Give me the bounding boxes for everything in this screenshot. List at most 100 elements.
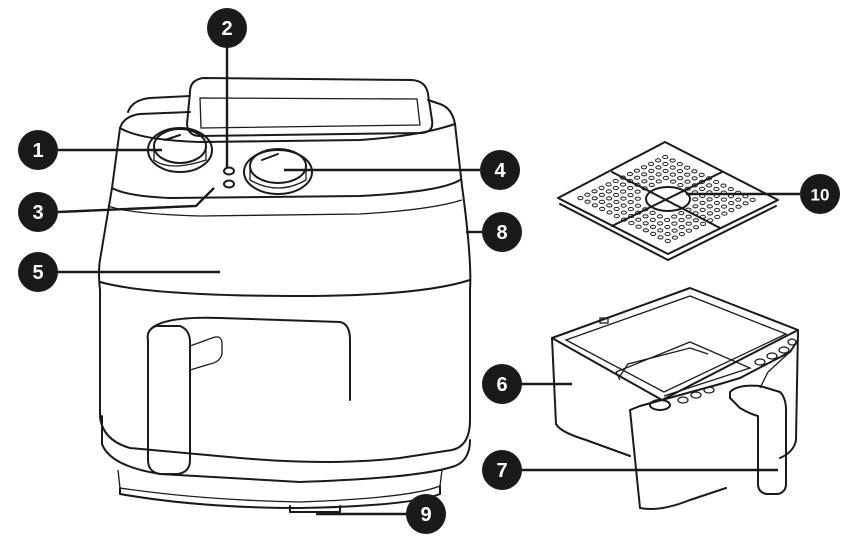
perforation-hole bbox=[620, 203, 627, 208]
perforation-hole bbox=[698, 172, 705, 177]
perforation-hole bbox=[584, 192, 591, 197]
perforation-hole bbox=[664, 217, 671, 223]
callout-badge-5: 5 bbox=[18, 252, 58, 292]
perforation-hole bbox=[640, 165, 648, 170]
perforation-hole bbox=[728, 201, 735, 206]
perforation-hole bbox=[648, 182, 655, 187]
perforation-hole bbox=[598, 192, 605, 197]
perforation-hole bbox=[655, 172, 662, 177]
perforation-hole bbox=[627, 179, 634, 184]
perforation-hole bbox=[635, 210, 642, 215]
callout-number-4: 4 bbox=[494, 160, 506, 182]
perforation-hole bbox=[628, 221, 635, 226]
perforation-hole bbox=[649, 210, 656, 215]
perforation-hole bbox=[684, 165, 691, 170]
leader-lines bbox=[57, 46, 800, 516]
perforation-hole bbox=[655, 179, 662, 184]
perforation-hole bbox=[742, 201, 749, 206]
perforation-hole bbox=[728, 208, 735, 213]
perforation-hole bbox=[657, 235, 664, 240]
perforation-hole bbox=[684, 186, 691, 191]
perforation-hole bbox=[635, 224, 642, 229]
perforation-hole bbox=[620, 210, 628, 215]
perforation-hole bbox=[634, 196, 641, 201]
perforation-hole bbox=[634, 182, 641, 187]
callout-number-1: 1 bbox=[32, 140, 43, 162]
perforation-hole bbox=[685, 221, 692, 226]
perforation-hole bbox=[657, 221, 664, 226]
perforation-hole bbox=[627, 193, 634, 198]
perforation-hole bbox=[613, 213, 620, 219]
perforation-hole bbox=[685, 207, 692, 212]
perforation-hole bbox=[620, 189, 627, 194]
perforation-hole bbox=[727, 187, 734, 192]
perforation-hole bbox=[598, 185, 605, 190]
perforation-hole bbox=[591, 189, 598, 194]
perforation-hole bbox=[671, 221, 678, 226]
callout-badge-4: 4 bbox=[480, 150, 520, 190]
perforation-hole bbox=[634, 203, 642, 208]
perforation-hole bbox=[677, 183, 684, 188]
perforation-hole bbox=[706, 211, 714, 216]
perforation-hole bbox=[692, 211, 699, 216]
perforation-hole bbox=[669, 165, 676, 170]
perforation-hole bbox=[662, 154, 669, 160]
perforation-hole bbox=[678, 211, 685, 216]
perforation-hole bbox=[655, 165, 662, 170]
callout-badge-1: 1 bbox=[18, 130, 58, 170]
perforation-hole bbox=[626, 172, 634, 177]
perforation-hole bbox=[692, 197, 699, 202]
perforation-hole bbox=[606, 203, 613, 208]
perforation-hole bbox=[612, 185, 620, 191]
perforation-hole bbox=[641, 179, 648, 184]
perforation-hole bbox=[706, 197, 713, 202]
perforation-hole bbox=[677, 176, 684, 181]
perforation-hole bbox=[627, 207, 635, 212]
perforation-hole bbox=[599, 206, 606, 211]
crisper-plate-drawing bbox=[557, 141, 779, 261]
perforation-hole bbox=[612, 178, 619, 184]
perforation-hole bbox=[642, 228, 650, 233]
perforation-hole bbox=[648, 168, 655, 173]
perforation-hole bbox=[706, 204, 713, 209]
perforation-hole bbox=[619, 182, 627, 187]
perforation-hole bbox=[633, 168, 641, 173]
callout-badge-2: 2 bbox=[207, 8, 247, 48]
perforation-hole bbox=[641, 172, 648, 177]
perforation-hole bbox=[671, 228, 678, 233]
perforation-hole bbox=[642, 207, 649, 212]
perforation-hole bbox=[606, 196, 613, 201]
callout-badge-8: 8 bbox=[482, 212, 522, 252]
perforation-hole bbox=[664, 224, 671, 230]
perforation-hole bbox=[678, 232, 686, 237]
air-fryer-unit bbox=[98, 77, 472, 513]
perforation-hole bbox=[691, 183, 698, 188]
callout-badge-6: 6 bbox=[482, 364, 522, 404]
perforation-hole bbox=[577, 196, 584, 201]
perforation-hole bbox=[620, 196, 627, 201]
perforation-hole bbox=[699, 186, 706, 191]
perforation-hole bbox=[627, 200, 634, 205]
perforation-hole bbox=[642, 214, 649, 219]
perforation-hole bbox=[671, 214, 678, 219]
perforation-hole bbox=[662, 161, 669, 167]
perforation-hole bbox=[656, 214, 664, 219]
perforation-hole bbox=[634, 189, 641, 194]
perforation-hole bbox=[634, 175, 641, 180]
perforation-hole bbox=[705, 176, 713, 181]
callout-number-10: 10 bbox=[811, 186, 830, 205]
perforation-hole bbox=[655, 158, 662, 163]
perforation-hole bbox=[693, 225, 700, 230]
callout-number-3: 3 bbox=[32, 202, 43, 224]
perforation-hole bbox=[613, 199, 620, 205]
perforation-hole bbox=[691, 176, 698, 181]
callout-number-7: 7 bbox=[496, 460, 507, 482]
perforation-hole bbox=[692, 218, 700, 223]
perforation-hole bbox=[642, 221, 649, 226]
perforation-hole bbox=[735, 197, 742, 202]
perforation-hole bbox=[684, 179, 691, 184]
perforation-hole bbox=[591, 196, 598, 201]
perforation-hole bbox=[676, 162, 683, 167]
callout-number-2: 2 bbox=[221, 18, 232, 40]
